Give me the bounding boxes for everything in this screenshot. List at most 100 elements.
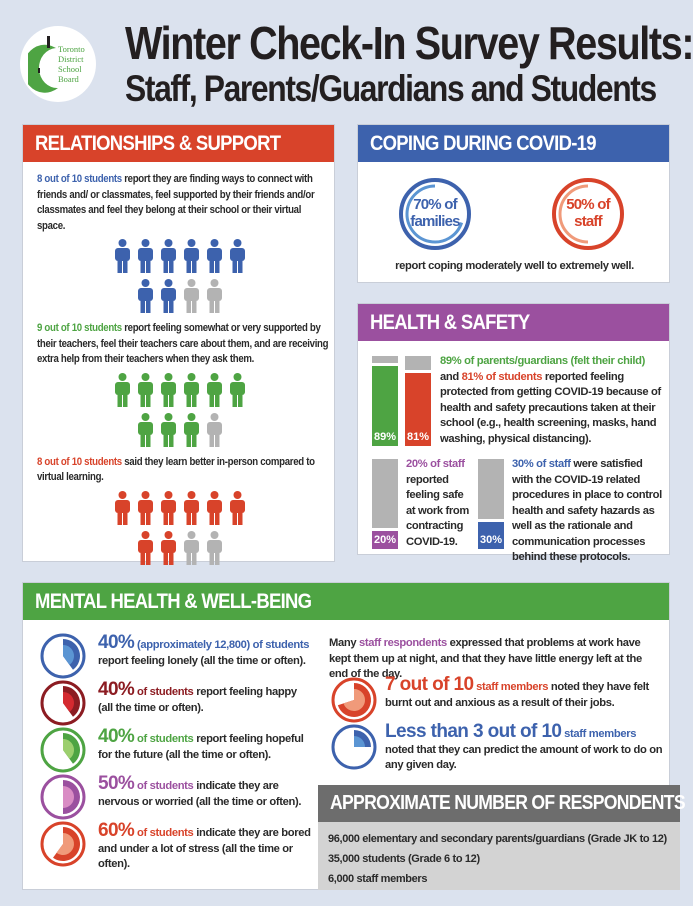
people-pictogram (23, 490, 336, 565)
stat-text: reported feeling protected from getting … (440, 370, 661, 445)
person-icon (137, 530, 153, 565)
stat-highlight: (approximately 12,800) of students (134, 639, 310, 651)
pie-icon (40, 633, 86, 679)
staff-stat-icon (331, 677, 377, 728)
stat-text: noted that they can predict the amount o… (385, 743, 663, 772)
pictogram-row (137, 279, 223, 313)
stat-highlight: 20% of staff (406, 458, 465, 470)
tdsb-logo: Toronto District School Board (20, 26, 96, 102)
person-icon (206, 412, 222, 447)
stat-text: report feeling somewhat or very supporte… (37, 322, 329, 365)
stat-highlight: 8 out of 10 students (37, 173, 122, 185)
pie-inner-wedge (63, 739, 75, 759)
person-icon (183, 530, 199, 565)
person-icon (229, 490, 245, 525)
logo-text: Toronto District School Board (58, 44, 85, 84)
person-icon (183, 412, 199, 447)
stat-text: report feeling hopeful for the future (a… (98, 733, 304, 761)
person-icon (114, 372, 130, 407)
mental-stat-text: 40% of students report feeling hopeful f… (98, 726, 313, 763)
relationships-text-1: 8 out of 10 students report they are fin… (37, 172, 329, 234)
stat-text: and (440, 370, 462, 383)
stat-text: report feeling happy (all the time or of… (98, 686, 297, 714)
bar-label: 81% (406, 431, 430, 443)
stat-percent: 40% (98, 679, 135, 700)
ring-outline (399, 178, 471, 250)
person-icon (137, 279, 153, 313)
pie-inner-wedge (63, 786, 74, 808)
ring-outline (552, 178, 624, 250)
mental-stat-icon (40, 727, 86, 778)
stat-highlight: staff members (561, 728, 637, 740)
person-icon (137, 412, 153, 447)
health-text-3: 30% of staff were satisfied with the COV… (512, 457, 664, 566)
ring-label-line: 70% of (413, 196, 457, 213)
person-icon (183, 239, 199, 273)
apple-logo-icon (28, 36, 58, 93)
person-icon (183, 372, 199, 407)
stat-text: indicate they are nervous or worried (al… (98, 780, 302, 808)
stat-highlight: staff members (473, 681, 549, 693)
stat-highlight: of students (134, 686, 194, 698)
bar-label: 20% (373, 534, 397, 546)
stat-text: were satisfied with the COVID-19 related… (512, 458, 662, 563)
staff-intro: Many staff respondents expressed that pr… (329, 636, 659, 683)
health-text-1: 89% of parents/guardians (felt their chi… (440, 354, 662, 447)
mental-stat-icon (40, 680, 86, 731)
pictogram-row (137, 530, 223, 565)
person-icon (160, 490, 176, 525)
stat-highlight: 30% of staff (512, 458, 571, 470)
mental-health-header: MENTAL HEALTH & WELL-BEING (23, 583, 669, 620)
person-icon (229, 372, 245, 407)
health-text-2: 20% of staff reported feeling safe at wo… (406, 457, 474, 550)
page-subtitle: Staff, Parents/Guardians and Students (125, 68, 657, 109)
bar-fill: 81% (405, 373, 431, 446)
stat-text: report feeling lonely (all the time or o… (98, 654, 306, 667)
person-icon (206, 239, 222, 273)
students-bar: 81% (405, 356, 431, 446)
relationships-title: RELATIONSHIPS & SUPPORT (35, 132, 281, 155)
stat-text: Many (329, 637, 359, 649)
relationships-text-2: 9 out of 10 students report feeling some… (37, 321, 329, 368)
health-panel: HEALTH & SAFETY 89% 81% 89% of parents/g… (357, 303, 670, 563)
respondent-count-staff: 6,000 staff members (328, 873, 428, 885)
ring-label-line: families (410, 213, 460, 230)
stat-highlight: of students (134, 827, 194, 839)
person-icon (206, 490, 222, 525)
person-icon (183, 490, 199, 525)
families-coping-ring (399, 178, 471, 250)
stat-highlight: of students (134, 733, 194, 745)
ring-label-line: 50% of (566, 196, 610, 213)
staff-stat-text: 7 out of 10 staff members noted they hav… (385, 675, 665, 711)
logo-line: Toronto (58, 44, 85, 54)
person-icon (229, 239, 245, 273)
stat-percent: 40% (98, 726, 135, 747)
pie-icon (331, 724, 377, 770)
respondents-title: APPROXIMATE NUMBER OF RESPONDENTS (330, 792, 686, 814)
mental-stat-text: 60% of students indicate they are bored … (98, 821, 313, 873)
pie-inner-wedge (343, 689, 366, 711)
people-pictogram (23, 239, 336, 313)
coping-caption: report coping moderately well to extreme… (395, 260, 634, 272)
relationships-content: 8 out of 10 students report they are fin… (37, 172, 329, 573)
staff-satisfied-bar: 30% (478, 459, 504, 549)
stat-highlight: 9 out of 10 students (37, 322, 122, 334)
people-pictogram (23, 372, 336, 447)
health-header: HEALTH & SAFETY (358, 304, 669, 341)
stat-highlight: staff respondents (358, 637, 447, 649)
logo-line: District (58, 54, 84, 64)
bar-fill: 89% (372, 366, 398, 446)
pie-icon (40, 774, 86, 820)
coping-header: COPING DURING COVID-19 (358, 125, 669, 162)
mental-stat-icon (40, 821, 86, 872)
stat-text: reported feeling safe at work from contr… (406, 473, 469, 548)
respondents-list: 96,000 elementary and secondary parents/… (328, 829, 667, 889)
stat-percent: 50% (98, 773, 135, 794)
stat-highlight: of students (134, 780, 194, 792)
ring-progress-arc (558, 184, 589, 244)
person-icon (160, 412, 176, 447)
pictogram-row (114, 490, 246, 525)
parents-bar: 89% (372, 356, 398, 446)
health-title: HEALTH & SAFETY (370, 311, 530, 334)
